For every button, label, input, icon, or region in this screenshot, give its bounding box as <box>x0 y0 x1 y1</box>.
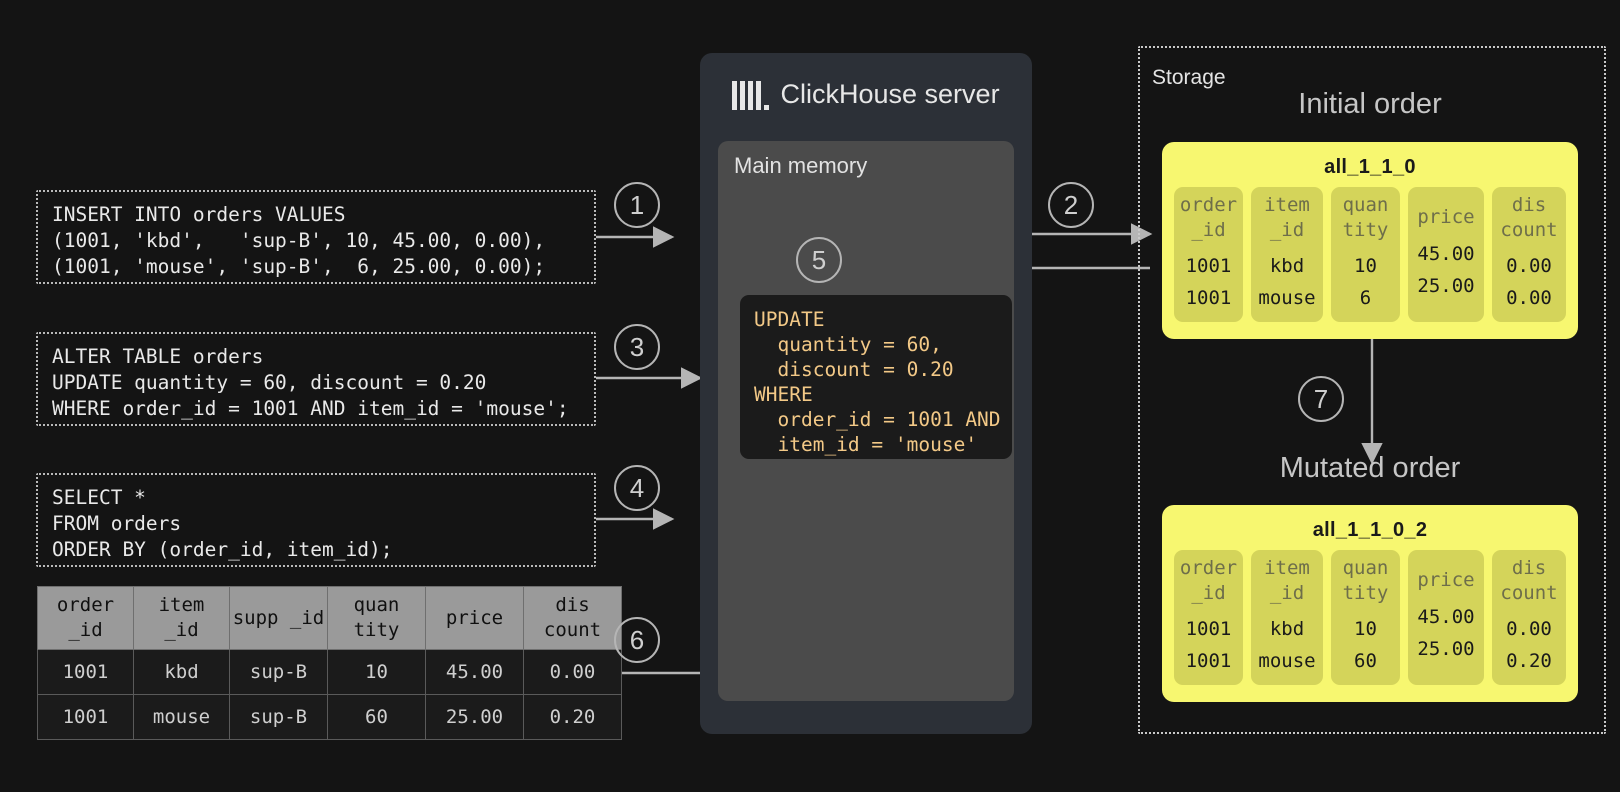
result-cell: 10 <box>327 649 426 695</box>
server-title-bar: ClickHouse server <box>700 53 1032 110</box>
result-cell: 45.00 <box>425 649 524 695</box>
part-column: dis count 0.00 0.20 <box>1492 550 1566 685</box>
result-cell: 60 <box>327 694 426 740</box>
table-row: 1001 kbd sup-B 10 45.00 0.00 <box>37 649 622 695</box>
part-cell: 60 <box>1354 650 1377 672</box>
step-circle-5: 5 <box>796 237 842 283</box>
result-cell: 1001 <box>37 649 134 695</box>
part-cell: 25.00 <box>1417 638 1475 660</box>
part-cell: 25.00 <box>1417 275 1475 297</box>
result-cell: kbd <box>133 649 230 695</box>
part-columns: order _id 1001 1001 item _id kbd mouse q… <box>1174 187 1566 322</box>
part-column-header: quan tity <box>1342 557 1389 604</box>
part-cell: kbd <box>1269 255 1305 277</box>
query-result-table: order _id item _id supp _id quan tity pr… <box>37 586 622 740</box>
table-row: 1001 mouse sup-B 60 25.00 0.20 <box>37 694 622 740</box>
part-name-label: all_1_1_0 <box>1324 156 1416 178</box>
part-column-header: item _id <box>1264 194 1310 241</box>
part-column: item _id kbd mouse <box>1251 550 1323 685</box>
step-circle-3: 3 <box>614 324 660 370</box>
insert-query-text: INSERT INTO orders VALUES (1001, 'kbd', … <box>52 203 546 278</box>
step-circle-4: 4 <box>614 465 660 511</box>
alter-query-text: ALTER TABLE orders UPDATE quantity = 60,… <box>52 345 569 420</box>
part-column: order _id 1001 1001 <box>1174 187 1243 322</box>
result-col-header: supp _id <box>229 586 328 650</box>
step-circle-6: 6 <box>614 617 660 663</box>
part-cell: 1001 <box>1185 618 1232 640</box>
step-circle-1: 1 <box>614 182 660 228</box>
part-columns: order _id 1001 1001 item _id kbd mouse q… <box>1174 550 1566 685</box>
result-cell: 25.00 <box>425 694 524 740</box>
result-table: order _id item _id supp _id quan tity pr… <box>37 586 622 740</box>
result-col-header: item _id <box>133 586 230 650</box>
part-column: price 45.00 25.00 <box>1408 550 1484 685</box>
part-cell: 0.00 <box>1506 287 1552 309</box>
part-column-header: price <box>1417 569 1475 591</box>
result-col-header: order _id <box>37 586 134 650</box>
part-column: price 45.00 25.00 <box>1408 187 1484 322</box>
part-column: order _id 1001 1001 <box>1174 550 1243 685</box>
part-column-header: order _id <box>1179 194 1238 241</box>
result-cell: 1001 <box>37 694 134 740</box>
result-col-header: price <box>425 586 524 650</box>
initial-order-heading: Initial order <box>1298 88 1442 120</box>
part-cell: 0.00 <box>1506 618 1552 640</box>
part-cell: 45.00 <box>1417 606 1475 628</box>
update-mutation-code-block: UPDATE quantity = 60, discount = 0.20 WH… <box>740 295 1012 459</box>
storage-panel <box>1138 46 1606 734</box>
result-col-header: quan tity <box>327 586 426 650</box>
part-cell: 10 <box>1354 255 1377 277</box>
alter-query-box: ALTER TABLE orders UPDATE quantity = 60,… <box>36 332 596 426</box>
step-circle-7: 7 <box>1298 376 1344 422</box>
part-column-header: dis count <box>1500 557 1558 604</box>
part-column-header: item _id <box>1264 557 1310 604</box>
clickhouse-logo-icon <box>732 80 769 110</box>
result-cell: sup-B <box>229 694 328 740</box>
part-column-header: quan tity <box>1342 194 1389 241</box>
part-column: quan tity 10 60 <box>1331 550 1400 685</box>
insert-query-box: INSERT INTO orders VALUES (1001, 'kbd', … <box>36 190 596 284</box>
part-cell: mouse <box>1258 650 1316 672</box>
part-column: dis count 0.00 0.00 <box>1492 187 1566 322</box>
part-column: quan tity 10 6 <box>1331 187 1400 322</box>
part-cell: 45.00 <box>1417 243 1475 265</box>
server-title-label: ClickHouse server <box>780 79 1000 109</box>
initial-order-part: all_1_1_0 order _id 1001 1001 item _id k… <box>1162 142 1578 339</box>
part-cell: 1001 <box>1185 650 1232 672</box>
part-cell: 10 <box>1354 618 1377 640</box>
part-name-label: all_1_1_0_2 <box>1312 519 1428 541</box>
storage-label: Storage <box>1152 66 1226 89</box>
mutated-order-part: all_1_1_0_2 order _id 1001 1001 item _id… <box>1162 505 1578 702</box>
main-memory-label: Main memory <box>734 153 868 178</box>
select-query-box: SELECT * FROM orders ORDER BY (order_id,… <box>36 473 596 567</box>
result-table-header-row: order _id item _id supp _id quan tity pr… <box>37 586 622 650</box>
part-column: item _id kbd mouse <box>1251 187 1323 322</box>
result-cell: 0.20 <box>523 694 622 740</box>
mutated-order-heading: Mutated order <box>1279 452 1461 484</box>
result-col-header: dis count <box>523 586 622 650</box>
part-cell: mouse <box>1258 287 1316 309</box>
part-column-header: dis count <box>1500 194 1558 241</box>
part-column-header: price <box>1417 206 1475 228</box>
result-cell: 0.00 <box>523 649 622 695</box>
part-column-header: order _id <box>1179 557 1238 604</box>
part-cell: 1001 <box>1185 287 1232 309</box>
part-cell: 0.00 <box>1506 255 1552 277</box>
select-query-text: SELECT * FROM orders ORDER BY (order_id,… <box>52 486 393 561</box>
part-cell: kbd <box>1269 618 1305 640</box>
part-cell: 1001 <box>1185 255 1232 277</box>
update-mutation-code: UPDATE quantity = 60, discount = 0.20 WH… <box>754 308 1001 456</box>
result-cell: mouse <box>133 694 230 740</box>
result-cell: sup-B <box>229 649 328 695</box>
part-cell: 0.20 <box>1506 650 1552 672</box>
step-circle-2: 2 <box>1048 182 1094 228</box>
part-cell: 6 <box>1359 287 1372 309</box>
